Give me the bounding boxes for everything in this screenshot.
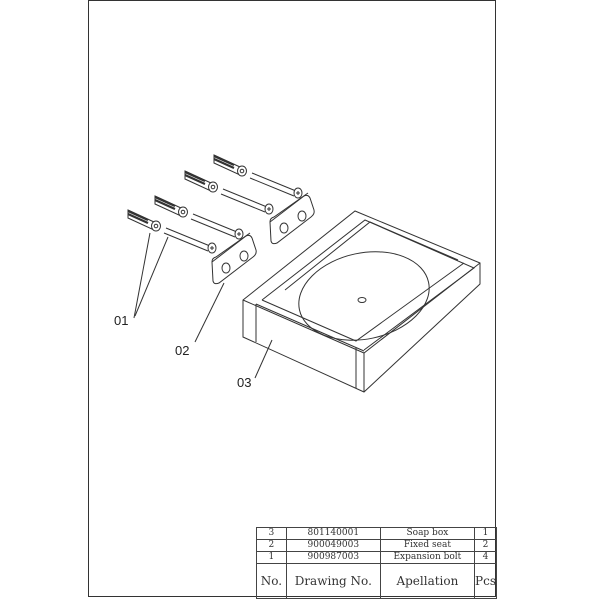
callout-03: 03 [237, 375, 252, 390]
expansion-bolt [127, 209, 217, 254]
expansion-bolts [127, 154, 303, 254]
header-apellation: Apellation [379, 563, 476, 599]
cell-no: 3 [256, 527, 287, 540]
table-row: 2 900049003 Fixed seat 2 [256, 539, 497, 552]
cell-apellation: Soap box [379, 527, 476, 540]
soap-box [242, 210, 481, 393]
cell-pcs: 1 [474, 527, 497, 540]
parts-list-table: 3 801140001 Soap box 1 2 900049003 Fixed… [256, 527, 497, 599]
cell-drawing-no: 900987003 [285, 551, 381, 564]
header-drawing-no: Drawing No. [285, 563, 381, 599]
cell-pcs: 2 [474, 539, 497, 552]
header-no: No. [256, 563, 287, 599]
callout-01: 01 [114, 313, 129, 328]
cell-apellation: Expansion bolt [379, 551, 476, 564]
header-pcs: Pcs [474, 563, 497, 599]
expansion-bolt [213, 154, 303, 199]
cell-drawing-no: 900049003 [285, 539, 381, 552]
table-row: 1 900987003 Expansion bolt 4 [256, 551, 497, 564]
cell-drawing-no: 801140001 [285, 527, 381, 540]
fixed-seat-right [269, 192, 315, 245]
cell-no: 1 [256, 551, 287, 564]
expansion-bolt [154, 195, 244, 240]
callout-02: 02 [175, 343, 190, 358]
cell-pcs: 4 [474, 551, 497, 564]
fixed-seat-left [211, 232, 257, 285]
cell-no: 2 [256, 539, 287, 552]
leader-lines [133, 232, 273, 379]
expansion-bolt [184, 170, 274, 215]
table-row: 3 801140001 Soap box 1 [256, 527, 497, 540]
cell-apellation: Fixed seat [379, 539, 476, 552]
table-header-row: No. Drawing No. Apellation Pcs [256, 563, 497, 599]
